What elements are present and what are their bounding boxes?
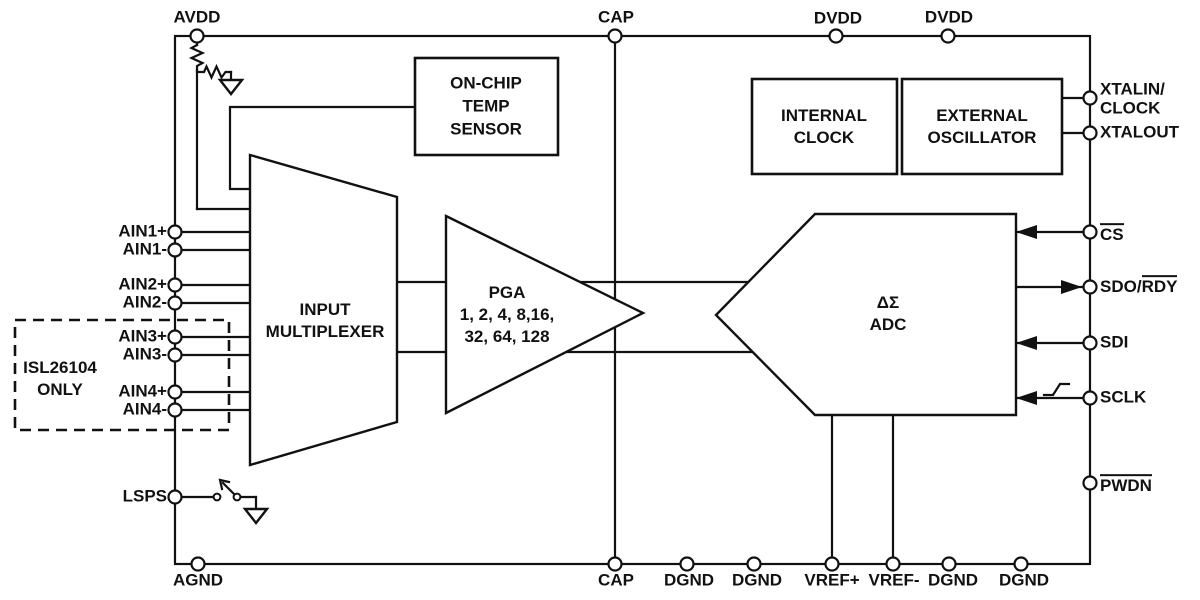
- pin-sdo-rdy: [1082, 279, 1098, 295]
- pin-label-ain3-plus: AIN3+: [118, 326, 167, 346]
- package-pins: [167, 28, 1098, 572]
- switch-contact: [232, 492, 242, 502]
- internal-clock-label: INTERNAL CLOCK: [781, 106, 867, 147]
- pin-label-sclk: SCLK: [1100, 387, 1147, 407]
- pin-label-xtalout: XTALOUT: [1100, 122, 1180, 142]
- pin-label-vref-minus: VREF-: [868, 570, 920, 590]
- pin-label-cs: CS: [1100, 223, 1124, 245]
- pin-dgnd-3: [941, 556, 957, 572]
- pin-label-ain4-plus: AIN4+: [118, 381, 167, 401]
- pin-label-cap-top: CAP: [598, 7, 634, 27]
- pin-xtalin-clock: [1082, 90, 1098, 106]
- lsps-switch-network: [173, 478, 270, 525]
- pin-label-xtalin-clock: XTALIN/ CLOCK: [1100, 79, 1165, 117]
- pin-label-ain4-minus: AIN4-: [122, 399, 167, 419]
- pin-dgnd-1: [679, 556, 695, 572]
- arrow-right-icon: [1061, 280, 1082, 294]
- temp-sensor-wire: [228, 105, 417, 191]
- arrow-left-icon: [1016, 336, 1037, 350]
- pin-label-dgnd-3: DGND: [927, 570, 979, 590]
- pin-lsps: [167, 489, 183, 505]
- adc-label: ΔΣ ADC: [869, 293, 907, 334]
- schmitt-trigger-icon: [1042, 382, 1071, 397]
- resistor-vertical-icon: [188, 43, 206, 72]
- pin-label-ain1-minus: AIN1-: [122, 239, 167, 259]
- pin-label-ain3-minus: AIN3-: [122, 344, 167, 364]
- pin-label-dgnd-4: DGND: [998, 570, 1050, 590]
- temp-sensor-box: [413, 56, 560, 157]
- pin-cap-top: [607, 28, 623, 44]
- input-multiplexer-shape: [248, 153, 399, 467]
- ain-wires: [173, 230, 252, 412]
- pin-xtalout: [1082, 125, 1098, 141]
- pin-avdd: [189, 28, 205, 44]
- pin-ain1-plus: [167, 224, 183, 240]
- pin-label-agnd: AGND: [172, 570, 224, 590]
- pin-label-vref-plus: VREF+: [804, 570, 860, 590]
- pin-ain4-minus: [167, 402, 183, 418]
- internal-clock-box: [750, 77, 899, 176]
- pin-vref-minus: [885, 556, 901, 572]
- pga-label: PGA 1, 2, 4, 8,16, 32, 64, 128: [459, 283, 555, 346]
- ground-icon: [242, 507, 270, 525]
- pin-sdi: [1082, 335, 1098, 351]
- pin-label-avdd: AVDD: [173, 7, 221, 27]
- pin-ain4-plus: [167, 384, 183, 400]
- switch-contact: [212, 492, 222, 502]
- pin-label-lsps: LSPS: [122, 486, 167, 506]
- input-multiplexer-label: INPUT MULTIPLEXER: [265, 300, 385, 341]
- temp-sensor-label: ON-CHIP TEMP SENSOR: [450, 73, 522, 139]
- isl26104-only-label: ISL26104 ONLY: [23, 358, 97, 399]
- pin-cap-bottom: [607, 556, 623, 572]
- pin-dgnd-2: [746, 556, 762, 572]
- pin-label-sdo-rdy: SDO/RDY: [1100, 275, 1178, 297]
- adc-shape: [714, 212, 1018, 417]
- pin-agnd: [190, 556, 206, 572]
- pin-label-ain2-plus: AIN2+: [118, 274, 167, 294]
- pin-ain3-plus: [167, 329, 183, 345]
- pin-ain3-minus: [167, 347, 183, 363]
- pin-dvdd-2: [940, 28, 956, 44]
- pin-label-ain1-plus: AIN1+: [118, 221, 167, 241]
- pin-ain1-minus: [167, 242, 183, 258]
- pin-cs: [1082, 224, 1098, 240]
- pin-label-ain2-minus: AIN2-: [122, 292, 167, 312]
- serial-interface-wires: [1014, 225, 1092, 405]
- arrow-left-icon: [1016, 391, 1037, 405]
- pin-label-pwdn: PWDN: [1100, 474, 1152, 496]
- resistor-horizontal-icon: [195, 63, 233, 81]
- pin-label-dgnd-1: DGND: [663, 570, 715, 590]
- pin-ain2-minus: [167, 295, 183, 311]
- avdd-bias-network: [188, 34, 252, 211]
- pin-label-dvdd-2: DVDD: [924, 7, 974, 27]
- pin-label-sdi: SDI: [1100, 332, 1129, 352]
- arrow-left-icon: [1016, 225, 1037, 239]
- pin-label-cap-bottom: CAP: [598, 570, 634, 590]
- pin-vref-plus: [824, 556, 840, 572]
- pga-shape: [444, 214, 646, 415]
- external-oscillator-label: EXTERNAL OSCILLATOR: [927, 106, 1037, 147]
- pin-pwdn: [1082, 475, 1098, 491]
- pin-sclk: [1082, 390, 1098, 406]
- pin-dvdd-1: [828, 28, 844, 44]
- pin-ain2-plus: [167, 277, 183, 293]
- ground-icon: [217, 78, 245, 96]
- pin-label-dgnd-2: DGND: [731, 570, 783, 590]
- pin-dgnd-4: [1013, 556, 1029, 572]
- pin-label-dvdd-1: DVDD: [813, 8, 863, 28]
- external-oscillator-box: [900, 77, 1064, 176]
- switch-arrow-icon: [218, 478, 231, 491]
